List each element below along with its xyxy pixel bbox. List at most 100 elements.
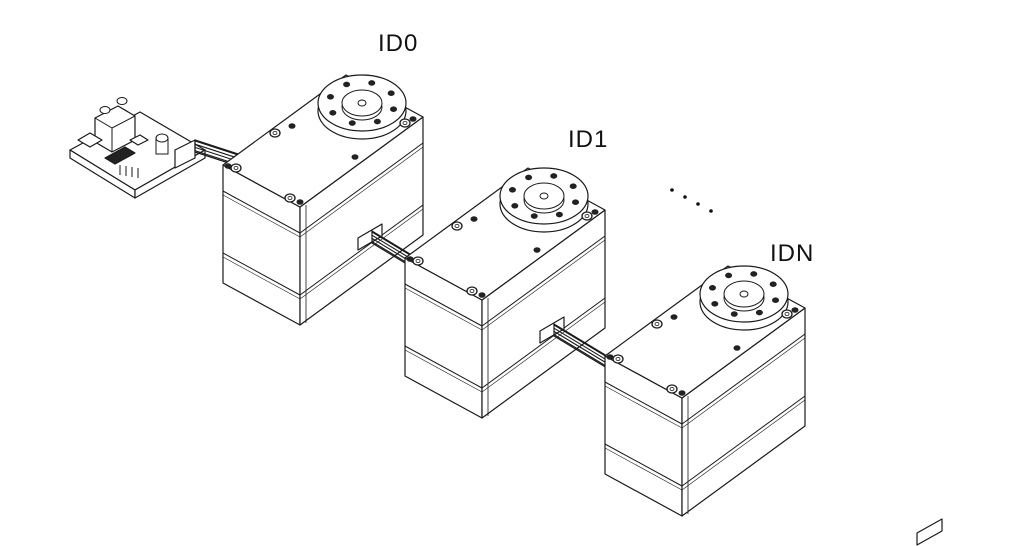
screw-head xyxy=(230,163,242,173)
mounting-hole xyxy=(296,199,304,205)
servo-band-line xyxy=(222,190,301,234)
mounting-hole xyxy=(406,256,414,262)
connector-port xyxy=(916,518,943,546)
mounting-hole xyxy=(555,211,563,218)
terminal-screw-icon xyxy=(116,97,128,105)
servo-band-line xyxy=(299,146,424,238)
servo-band-line xyxy=(404,283,483,327)
connector-port xyxy=(539,316,565,344)
servo-band-line xyxy=(604,443,683,487)
mounting-hole xyxy=(409,116,417,122)
mounting-hole xyxy=(750,271,758,277)
ellipsis-text: .... xyxy=(0,0,16,4)
screw-head xyxy=(399,118,411,128)
screw-head xyxy=(651,319,663,329)
servo-band-line xyxy=(681,399,806,491)
servo-band-line xyxy=(404,349,483,393)
servo-idn xyxy=(604,265,943,546)
screw-head xyxy=(412,256,424,266)
servo-band-line xyxy=(404,345,483,389)
usb-connector xyxy=(77,132,103,148)
servo-band-line xyxy=(222,256,301,300)
servo-band-line xyxy=(222,252,301,296)
horn-center-screw xyxy=(539,192,549,200)
mounting-hole xyxy=(755,309,763,316)
screw-head xyxy=(666,384,678,394)
cable-wire xyxy=(553,330,613,367)
header-connector xyxy=(174,139,196,169)
screw-slot xyxy=(469,288,475,293)
screw-icon xyxy=(781,309,793,319)
mounting-hole xyxy=(390,106,398,113)
mounting-hole xyxy=(569,183,577,190)
servo-band-line xyxy=(481,235,606,327)
screw-head xyxy=(269,128,281,138)
label-id1: ID1 xyxy=(568,126,609,153)
mounting-hole xyxy=(224,163,232,169)
mounting-hole xyxy=(670,314,678,320)
ellipsis-dot xyxy=(709,209,713,213)
screw-slot xyxy=(615,356,621,361)
capacitor-top xyxy=(155,133,169,143)
mounting-hole xyxy=(387,90,395,97)
mounting-hole xyxy=(711,300,719,307)
screw-slot xyxy=(454,223,460,228)
mounting-hole xyxy=(373,118,381,125)
screw-head xyxy=(612,354,624,364)
mounting-hole xyxy=(591,209,599,215)
screw-slot xyxy=(272,130,278,135)
screw-icon xyxy=(612,354,624,364)
mounting-hole xyxy=(550,173,558,179)
chip xyxy=(129,134,149,146)
servo-band-line xyxy=(481,297,606,389)
servo-band-line xyxy=(299,208,424,300)
ellipsis-dots: .... xyxy=(0,0,713,213)
mounting-hole xyxy=(791,307,799,313)
screw-icon xyxy=(412,256,424,266)
cable-wire xyxy=(553,324,613,361)
mounting-hole xyxy=(533,247,541,253)
screw-icon xyxy=(230,163,242,173)
mounting-hole xyxy=(511,202,519,209)
cable-wire xyxy=(553,334,613,371)
servo-band-line xyxy=(481,301,606,393)
mounting-hole xyxy=(772,297,780,304)
mounting-hole xyxy=(730,311,738,317)
servo-band-line xyxy=(604,381,683,425)
screw-slot xyxy=(669,386,675,391)
screw-head xyxy=(466,286,478,296)
screw-slot xyxy=(233,165,239,170)
screw-slot xyxy=(584,214,590,219)
mounting-hole xyxy=(769,281,777,288)
servo-id0 xyxy=(222,74,424,326)
servo-band-line xyxy=(681,395,806,487)
mounting-hole xyxy=(348,120,356,126)
screw-icon xyxy=(666,384,678,394)
screw-slot xyxy=(654,321,660,326)
mounting-hole xyxy=(326,93,334,100)
servo-band-line xyxy=(481,239,606,331)
screw-icon xyxy=(451,221,463,231)
mounting-hole xyxy=(329,109,337,116)
screw-slot xyxy=(415,258,421,263)
mounting-hole xyxy=(606,354,614,360)
label-idn: IDN xyxy=(770,240,815,267)
mounting-hole xyxy=(470,216,478,222)
terminal-edge xyxy=(111,115,136,129)
screw-head xyxy=(781,309,793,319)
mounting-hole xyxy=(343,81,351,88)
mounting-hole xyxy=(288,123,296,129)
screw-head xyxy=(284,193,296,203)
screw-icon xyxy=(581,211,593,221)
servo-band-line xyxy=(604,385,683,429)
servo-band-line xyxy=(299,204,424,296)
horn-center-screw xyxy=(739,290,749,298)
cable-wire xyxy=(553,327,613,364)
mounting-hole xyxy=(525,174,533,181)
horn-center-screw xyxy=(357,99,367,107)
ellipsis-dot xyxy=(696,202,700,206)
mounting-hole xyxy=(733,345,741,351)
servo-band-line xyxy=(604,447,683,491)
screw-head xyxy=(451,221,463,231)
screw-icon xyxy=(284,193,296,203)
